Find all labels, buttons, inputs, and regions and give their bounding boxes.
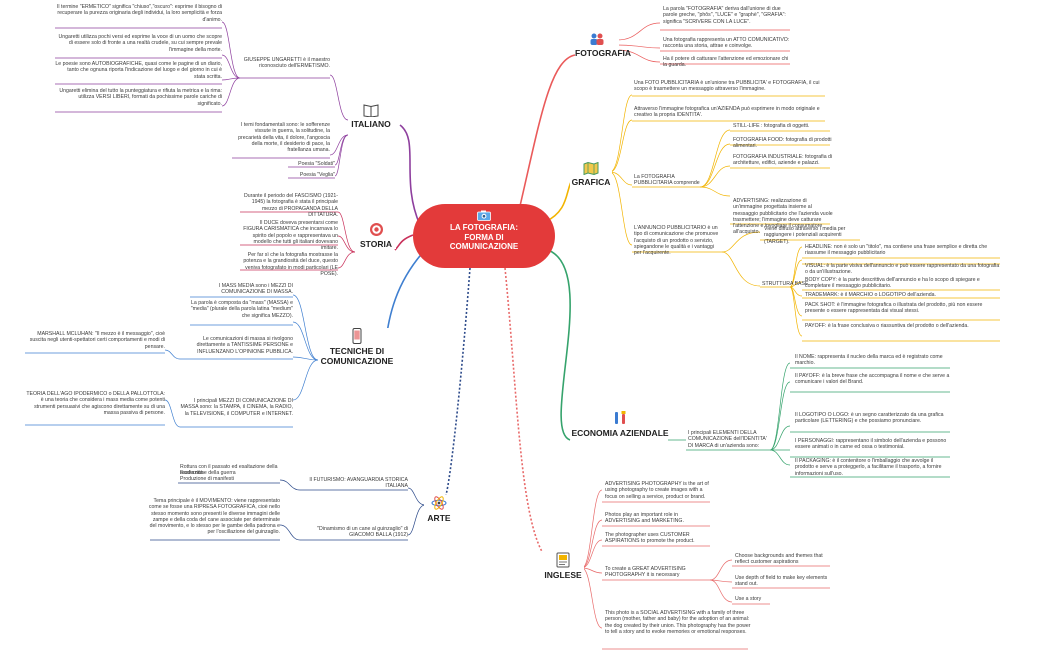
grafica-intro: Una FOTO PUBBLICITARIA è un'unione tra P… xyxy=(634,80,820,93)
grafica-body-copy: BODY COPY: è la parte descrittiva dell'a… xyxy=(805,277,980,290)
economia-nome: Il NOME: rappresenta il nucleo della mar… xyxy=(795,354,943,367)
atom-icon xyxy=(431,496,447,510)
central-title-line-2: FORMA DI xyxy=(464,232,504,242)
arte-futurismo-manifesti: Produzione di manifesti xyxy=(180,476,234,482)
people-icon xyxy=(590,33,604,45)
tecniche-parola: La parola è composta da "mass" (MASSA) e… xyxy=(190,300,293,319)
fotografia-item-3: Ha il potere di catturare l'attenzione e… xyxy=(663,56,789,69)
branch-fotografia-label: FOTOGRAFIA xyxy=(575,48,632,58)
inglese-depth: Use depth of field to make key elements … xyxy=(735,575,828,588)
arte-futurismo-guerra: Esaltazione della guerra xyxy=(180,470,236,476)
camera-icon xyxy=(477,210,491,221)
storia-duce: Il DUCE doveva presentarsi come FIGURA C… xyxy=(243,220,338,252)
map-icon xyxy=(583,162,599,175)
branch-storia[interactable]: STORIA xyxy=(356,222,396,249)
central-topic[interactable]: LA FOTOGRAFIA: FORMA DI COMUNICAZIONE xyxy=(413,204,555,268)
grafica-trademark: TRADEMARK: è il MARCHIO o LOGOTIPO dell'… xyxy=(805,292,937,298)
grafica-headline: HEADLINE: non è solo un "titolo", ma con… xyxy=(805,244,988,257)
economia-logotipo: Il LOGOTIPO O LOGO: è un segno caratteri… xyxy=(795,412,944,425)
branch-tecniche-comunicazione[interactable]: TECNICHE DI COMUNICAZIONE xyxy=(318,328,396,366)
grafica-food: FOTOGRAFIA FOOD: fotografia di prodotti … xyxy=(733,137,832,150)
central-title-line-3: COMUNICAZIONE xyxy=(449,242,519,251)
branch-grafica-label: GRAFICA xyxy=(571,177,611,187)
branch-arte[interactable]: ARTE xyxy=(424,495,454,523)
grafica-struttura-base: STRUTTURA BASE xyxy=(762,281,809,287)
branch-italiano[interactable]: ITALIANO xyxy=(348,104,394,129)
inglese-item-3: The photographer uses CUSTOMER ASPIRATIO… xyxy=(605,532,695,545)
italiano-ermetico: Il termine "ERMETICO" significa "chiuso"… xyxy=(56,4,222,23)
grafica-visual: VISUAL: è la parte visiva dell'annuncio … xyxy=(805,263,1000,276)
branch-arte-label: ARTE xyxy=(427,513,451,523)
italiano-poesia-soldati: Poesia "Soldati" xyxy=(298,161,335,167)
arte-futurismo: Il FUTURISMO: AVANGUARDIA STORICA ITALIA… xyxy=(309,477,408,490)
grafica-still-life: STILL-LIFE : fotografia di oggetti. xyxy=(733,123,810,129)
inglese-item-2: Photos play an important role in ADVERTI… xyxy=(605,512,684,525)
inglese-social: This photo is a SOCIAL ADVERTISING with … xyxy=(605,610,751,635)
grafica-pack-shot: PACK SHOT: è l'immagine fotografica o il… xyxy=(805,302,983,315)
italiano-punteggiatura: Ungaretti elimina del tutto la punteggia… xyxy=(59,88,222,107)
italiano-ungaretti: GIUSEPPE UNGARETTI è il maestro riconosc… xyxy=(243,57,330,70)
economia-intro: I principali ELEMENTI DELLA COMUNICAZION… xyxy=(688,430,767,449)
grafica-advertising: ADVERTISING: realizzazione di un'immagin… xyxy=(733,198,833,236)
italiano-versi: Ungaretti utilizza pochi versi ed esprim… xyxy=(58,34,223,53)
italiano-poesia-veglia: Poesia "Veglia" xyxy=(299,172,335,178)
branch-tecniche-label-2: COMUNICAZIONE xyxy=(320,356,394,366)
storia-pose: Per far sì che la fotografia mostrasse l… xyxy=(243,252,338,277)
inglese-item-1: ADVERTISING PHOTOGRAPHY is the art of us… xyxy=(605,481,709,500)
storia-fascismo: Durante il periodo del FASCISMO (1921- 1… xyxy=(244,193,338,218)
book-icon xyxy=(363,104,379,117)
tecniche-comunicazioni: Le comunicazioni di massa si rivolgono d… xyxy=(196,336,293,355)
branch-fotografia[interactable]: FOTOGRAFIA xyxy=(575,32,632,58)
tecniche-mass-media: I MASS MEDIA sono i MEZZI DI COMUNICAZIO… xyxy=(218,283,293,296)
branch-storia-label: STORIA xyxy=(360,239,392,249)
grafica-industriale: FOTOGRAFIA INDUSTRIALE: fotografia di ar… xyxy=(733,154,833,167)
inglese-great: To create a GREAT ADVERTISING PHOTOGRAPH… xyxy=(605,566,686,579)
fotografia-item-2: Una fotografia rappresenta un ATTO COMUN… xyxy=(663,37,790,50)
phone-icon xyxy=(352,328,362,344)
branch-economia-label: ECONOMIA AZIENDALE xyxy=(571,428,669,438)
economia-personaggi: I PERSONAGGI: rappresentano il simbolo d… xyxy=(795,438,947,451)
italiano-temi: I temi fondamentali sono: le sofferenze … xyxy=(238,122,330,154)
grafica-annuncio: L'ANNUNCIO PUBBLICITARIO è un tipo di co… xyxy=(634,225,719,257)
document-icon xyxy=(556,552,570,568)
inglese-backgrounds: Choose backgrounds and themes that refle… xyxy=(735,553,823,566)
fotografia-item-1: La parola "FOTOGRAFIA" deriva dall'union… xyxy=(663,6,786,25)
branch-italiano-label: ITALIANO xyxy=(351,119,391,129)
inglese-story: Use a story xyxy=(735,596,762,602)
economia-payoff: Il PAYOFF: è la breve frase che accompag… xyxy=(795,373,950,386)
grafica-identity: Attraverso l'immagine fotografica un'AZI… xyxy=(634,106,820,119)
target-icon xyxy=(369,223,383,236)
branch-tecniche-label-1: TECNICHE DI xyxy=(329,346,385,356)
branch-grafica[interactable]: GRAFICA xyxy=(570,162,612,187)
italiano-autobiografiche: Le poesie sono AUTOBIOGRAFICHE, quasi co… xyxy=(55,61,222,80)
central-title-line-1: LA FOTOGRAFIA: xyxy=(450,223,518,232)
arte-balla-desc: Tema principale è il MOVIMENTO: viene ra… xyxy=(148,498,280,536)
grafica-diffuso: Viene diffuso attraverso i media per rag… xyxy=(764,226,846,245)
tecniche-ago-ipodermico: TEORIA DELL'AGO IPODERMICO o DELLA PALLO… xyxy=(26,391,165,416)
economia-packaging: Il PACKAGING: è il contenitore o l'imbal… xyxy=(795,458,942,477)
grafica-payoff: PAYOFF: è la frase conclusiva o riassunt… xyxy=(805,323,969,329)
tools-icon xyxy=(615,411,626,424)
branch-economia-aziendale[interactable]: ECONOMIA AZIENDALE xyxy=(570,410,670,438)
branch-inglese-label: INGLESE xyxy=(544,570,582,580)
grafica-comprende: La FOTOGRAFIA PUBBLICITARIA comprende xyxy=(634,174,700,187)
tecniche-mcluhan: MARSHALL MCLUHAN: "Il mezzo è il messagg… xyxy=(29,331,165,350)
arte-balla: "Dinamismo di un cane al guinzaglio" di … xyxy=(317,526,408,539)
arte-futurismo-rottura: Rottura con il passato ed esaltazione de… xyxy=(180,464,278,477)
tecniche-mezzi: I principali MEZZI DI COMUNICAZIONE DI M… xyxy=(180,398,293,417)
branch-inglese[interactable]: INGLESE xyxy=(542,552,584,580)
